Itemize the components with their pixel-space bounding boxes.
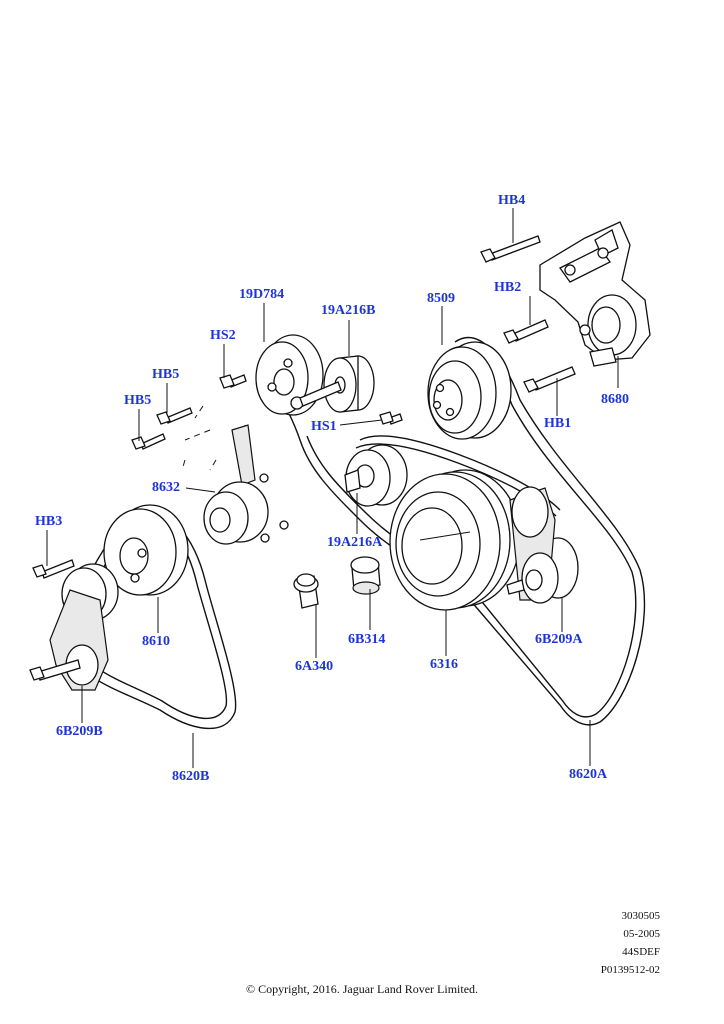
callout-6b209b[interactable]: 6B209B <box>56 724 103 739</box>
callout-19d784[interactable]: 19D784 <box>239 287 285 302</box>
callout-hs1[interactable]: HS1 <box>311 419 337 434</box>
callout-hb5-lower[interactable]: HB5 <box>124 393 152 408</box>
bolt-hs2 <box>219 374 247 389</box>
callout-19a216a[interactable]: 19A216A <box>327 535 383 550</box>
spacer-6b314 <box>350 556 381 595</box>
idler-19a216b <box>299 355 375 413</box>
reference-model-code: 44SDEF <box>622 946 660 958</box>
callout-hs2[interactable]: HS2 <box>210 328 236 343</box>
crank-damper-6316 <box>389 469 521 611</box>
leader-lines <box>46 208 619 768</box>
callout-8620a[interactable]: 8620A <box>569 767 608 782</box>
idler-19a216a <box>344 444 408 507</box>
bolt-hb3 <box>32 559 75 579</box>
callout-6b314[interactable]: 6B314 <box>348 632 386 647</box>
reference-block: 3030505 05-2005 44SDEF P0139512-02 <box>550 907 660 979</box>
callout-hb4[interactable]: HB4 <box>498 193 526 208</box>
callout-8680[interactable]: 8680 <box>601 392 629 407</box>
bolt-hb5-lower <box>131 433 166 450</box>
reference-image-id: P0139512-02 <box>600 964 660 976</box>
callout-hb1[interactable]: HB1 <box>544 416 572 431</box>
pulley-19d784 <box>255 334 324 416</box>
reference-date: 05-2005 <box>623 928 660 940</box>
callout-8620b[interactable]: 8620B <box>172 769 210 784</box>
tensioner-6b209b <box>29 563 119 691</box>
bolt-hb2 <box>503 319 549 344</box>
bolt-hb1 <box>523 366 576 393</box>
callout-8509[interactable]: 8509 <box>427 291 455 306</box>
bolt-hb5-upper <box>156 407 193 425</box>
callout-8610[interactable]: 8610 <box>142 634 170 649</box>
callout-hb5-upper[interactable]: HB5 <box>152 367 180 382</box>
callout-hb3[interactable]: HB3 <box>35 514 63 529</box>
callout-8632[interactable]: 8632 <box>152 480 180 495</box>
pulley-8509 <box>427 341 512 440</box>
callout-6316[interactable]: 6316 <box>430 657 458 672</box>
pulley-8610 <box>103 504 189 596</box>
reference-number: 3030505 <box>621 910 661 922</box>
bolt-6a340 <box>293 573 319 609</box>
callout-hb2[interactable]: HB2 <box>494 280 522 295</box>
copyright-notice: © Copyright, 2016. Jaguar Land Rover Lim… <box>245 982 479 996</box>
bolt-hs1 <box>379 411 403 425</box>
callout-6a340[interactable]: 6A340 <box>295 659 334 674</box>
callout-19a216b[interactable]: 19A216B <box>321 303 376 318</box>
tensioner-6b209a <box>506 486 579 604</box>
bracket-8680 <box>539 221 651 367</box>
bolt-hb4 <box>480 235 541 263</box>
callout-6b209a[interactable]: 6B209A <box>535 632 583 647</box>
bracket-8632 <box>181 405 289 545</box>
